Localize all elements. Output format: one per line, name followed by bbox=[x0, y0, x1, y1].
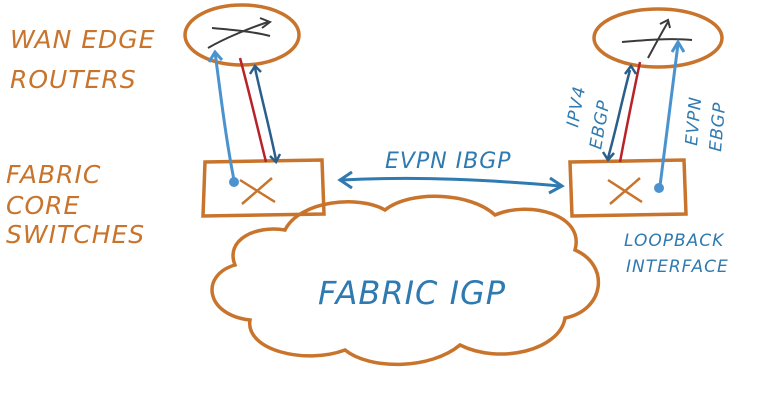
fabric-igp-label: FABRIC IGP bbox=[318, 274, 506, 312]
router-arrow-icon bbox=[207, 21, 269, 49]
loopback-link bbox=[213, 51, 236, 181]
ipv4-ebgp-label: EBGP bbox=[586, 98, 614, 151]
left-links bbox=[207, 49, 282, 187]
physical-link bbox=[618, 61, 642, 163]
evpn-ebgp-link bbox=[658, 43, 680, 187]
evpn-ibgp-arrow bbox=[337, 170, 565, 195]
fabric-label: FABRIC bbox=[6, 160, 101, 189]
router-icon bbox=[592, 7, 724, 69]
router-arrow-icon bbox=[647, 21, 669, 59]
left-wan-router bbox=[183, 3, 301, 67]
loopback-dot bbox=[229, 177, 239, 187]
right-core-switch bbox=[568, 158, 688, 218]
ipv4-label: IPV4 bbox=[563, 84, 590, 129]
switches-label: SWITCHES bbox=[6, 220, 145, 249]
right-wan-router bbox=[592, 7, 724, 69]
fabric-igp-cloud bbox=[210, 194, 601, 367]
interface-label: INTERFACE bbox=[626, 257, 729, 277]
switch-icon bbox=[201, 158, 326, 218]
evpn-label: EVPN bbox=[682, 96, 706, 147]
ipv4-ebgp-arrow bbox=[606, 69, 632, 159]
router-icon bbox=[183, 3, 301, 67]
routers-label: ROUTERS bbox=[10, 65, 137, 94]
loopback-dot bbox=[654, 183, 664, 193]
evpn-ibgp-label: EVPN IBGP bbox=[385, 149, 512, 174]
right-links bbox=[601, 39, 686, 193]
router-arrow-icon bbox=[211, 27, 271, 37]
physical-link bbox=[238, 57, 268, 163]
wan-edge-label: WAN EDGE bbox=[10, 25, 155, 54]
core-label: CORE bbox=[6, 191, 80, 220]
switch-icon bbox=[568, 158, 688, 218]
ebgp-session-arrow bbox=[253, 67, 278, 161]
loopback-label: LOOPBACK bbox=[624, 231, 725, 251]
evpn-ebgp-label: EBGP bbox=[706, 101, 730, 152]
left-core-switch bbox=[201, 158, 326, 218]
